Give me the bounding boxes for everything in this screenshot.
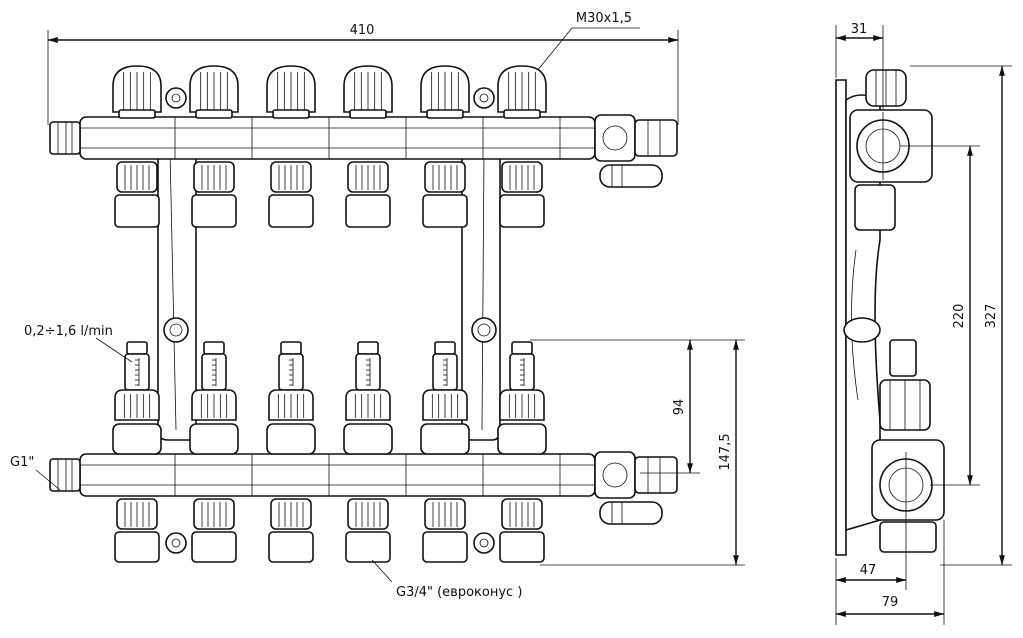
dim-220-label: 220	[952, 304, 967, 329]
flowmeter-base	[189, 423, 239, 455]
inlet-label: G1"	[10, 455, 34, 470]
upper-outlet-fitting	[191, 194, 237, 228]
dim-94-label: 94	[672, 399, 687, 416]
flowmeter-cap	[126, 341, 148, 355]
flowmeter-cap	[203, 341, 225, 355]
front-view: 410 M30x1,5	[10, 11, 745, 600]
inlet-callout: G1"	[10, 455, 61, 491]
thread-label: M30x1,5	[576, 11, 632, 26]
dim-410: 410	[47, 23, 679, 125]
flowmeter-cap	[357, 341, 379, 355]
upper-outlet-fitting	[114, 194, 160, 228]
dim-79-label: 79	[882, 595, 899, 610]
flowmeter-cap	[434, 341, 456, 355]
dim-31-label: 31	[851, 22, 868, 37]
valve-collar	[503, 109, 541, 119]
dim-147-label: 147,5	[718, 433, 733, 470]
lower-outlet-fitting	[345, 531, 391, 563]
dim-94: 94	[530, 339, 700, 474]
thread-callout: M30x1,5	[527, 11, 640, 83]
flowmeter-cap	[280, 341, 302, 355]
dim-147: 147,5	[540, 339, 745, 566]
dim-47: 47	[835, 518, 907, 625]
upper-manifold	[49, 114, 678, 188]
lower-outlet-fitting	[114, 531, 160, 563]
lower-outlet-fitting	[268, 531, 314, 563]
upper-outlet-fitting	[499, 194, 545, 228]
lower-outlet-fitting	[422, 531, 468, 563]
valve-collar	[195, 109, 233, 119]
dim-31: 31	[835, 22, 884, 110]
lower-outlet-fitting	[499, 531, 545, 563]
outlet-label: G3/4" (евроконус )	[396, 585, 522, 600]
dim-47-label: 47	[860, 563, 877, 578]
dim-410-label: 410	[350, 23, 375, 38]
lower-outlet-fitting	[191, 531, 237, 563]
flowmeter-base	[497, 423, 547, 455]
upper-outlet-fitting	[422, 194, 468, 228]
dim-79: 79	[836, 520, 945, 625]
flowmeter-cap	[511, 341, 533, 355]
lower-manifold	[49, 451, 678, 525]
dim-220: 220	[900, 145, 980, 486]
dim-327: 327	[910, 65, 1012, 566]
upper-outlet-fitting	[345, 194, 391, 228]
dim-327-label: 327	[984, 304, 999, 329]
flowmeter-base	[266, 423, 316, 455]
side-view: 31 220 327 47 79	[835, 22, 1012, 625]
flowmeter-base	[112, 423, 162, 455]
flow-label: 0,2÷1,6 l/min	[24, 324, 113, 339]
circuits	[112, 65, 561, 563]
valve-collar	[118, 109, 156, 119]
upper-outlet-fitting	[268, 194, 314, 228]
valve-collar	[272, 109, 310, 119]
flow-callout: 0,2÷1,6 l/min	[24, 324, 133, 363]
valve-collar	[349, 109, 387, 119]
outlet-callout: G3/4" (евроконус )	[371, 559, 522, 600]
flowmeter-base	[420, 423, 470, 455]
valve-collar	[426, 109, 464, 119]
flowmeter-base	[343, 423, 393, 455]
